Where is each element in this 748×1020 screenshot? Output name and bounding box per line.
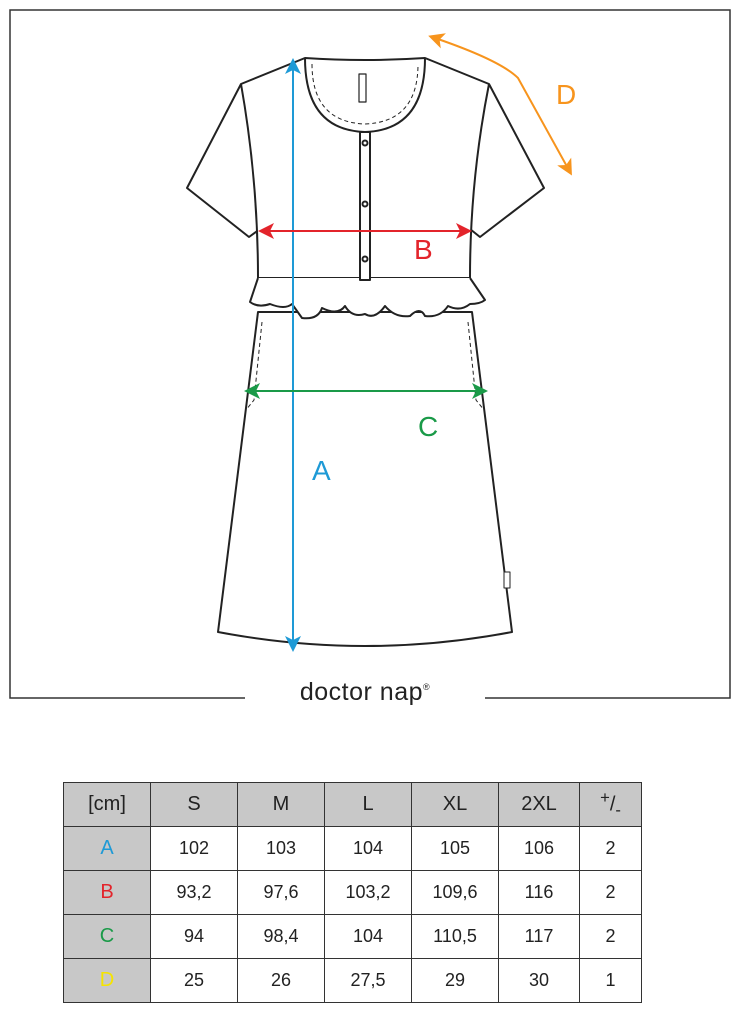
table-cell: 93,2 <box>150 870 238 915</box>
header-size-l: L <box>324 782 412 827</box>
side-label <box>503 571 511 589</box>
header-tolerance: +/- <box>579 782 642 827</box>
table-cell: 103,2 <box>324 870 412 915</box>
plus-sign: + <box>600 788 610 808</box>
slash: / <box>609 793 616 816</box>
table-cell: 94 <box>150 914 238 959</box>
table-cell: 102 <box>150 826 238 871</box>
table-cell: 117 <box>498 914 580 959</box>
frame-border <box>9 9 731 699</box>
table-cell: 26 <box>237 958 325 1003</box>
table-cell: 2 <box>579 826 642 871</box>
dress-outline <box>186 57 545 647</box>
label-A: A <box>312 455 331 486</box>
row-label: A <box>63 826 151 871</box>
table-cell: 110,5 <box>411 914 499 959</box>
table-cell: 116 <box>498 870 580 915</box>
table-cell: 104 <box>324 914 412 959</box>
garment-diagram: A B C D <box>9 9 731 699</box>
measure-arrow-D <box>428 33 572 176</box>
hanger-loop <box>358 73 367 103</box>
table-cell: 2 <box>579 914 642 959</box>
left-sleeve <box>186 83 261 238</box>
brand-logo: doctor nap® <box>250 678 480 707</box>
header-size-m: M <box>237 782 325 827</box>
table-cell: 105 <box>411 826 499 871</box>
table-cell: 106 <box>498 826 580 871</box>
table-cell: 29 <box>411 958 499 1003</box>
header-size-xl: XL <box>411 782 499 827</box>
table-cell: 97,6 <box>237 870 325 915</box>
table-cell: 30 <box>498 958 580 1003</box>
brand-name: doctor nap <box>299 678 423 706</box>
table-cell: 104 <box>324 826 412 871</box>
header-unit: [cm] <box>63 782 151 827</box>
minus-sign: - <box>615 800 621 820</box>
skirt <box>217 311 513 647</box>
button <box>361 200 369 208</box>
header-size-2xl: 2XL <box>498 782 580 827</box>
table-cell: 103 <box>237 826 325 871</box>
row-label: B <box>63 870 151 915</box>
neckline-inner <box>311 63 419 125</box>
left-pocket <box>245 321 263 411</box>
registered-mark: ® <box>423 682 431 692</box>
label-D: D <box>556 79 576 110</box>
right-pocket <box>467 321 485 411</box>
table-cell: 1 <box>579 958 642 1003</box>
table-cell: 27,5 <box>324 958 412 1003</box>
button <box>361 255 369 263</box>
label-B: B <box>414 234 433 265</box>
table-cell: 2 <box>579 870 642 915</box>
row-label: C <box>63 914 151 959</box>
table-cell: 98,4 <box>237 914 325 959</box>
table-cell: 109,6 <box>411 870 499 915</box>
row-label: D <box>63 958 151 1003</box>
table-cell: 25 <box>150 958 238 1003</box>
header-size-s: S <box>150 782 238 827</box>
table-header-row: [cm] S M L XL 2XL +/- <box>63 782 642 827</box>
label-C: C <box>418 411 438 442</box>
button <box>361 139 369 147</box>
